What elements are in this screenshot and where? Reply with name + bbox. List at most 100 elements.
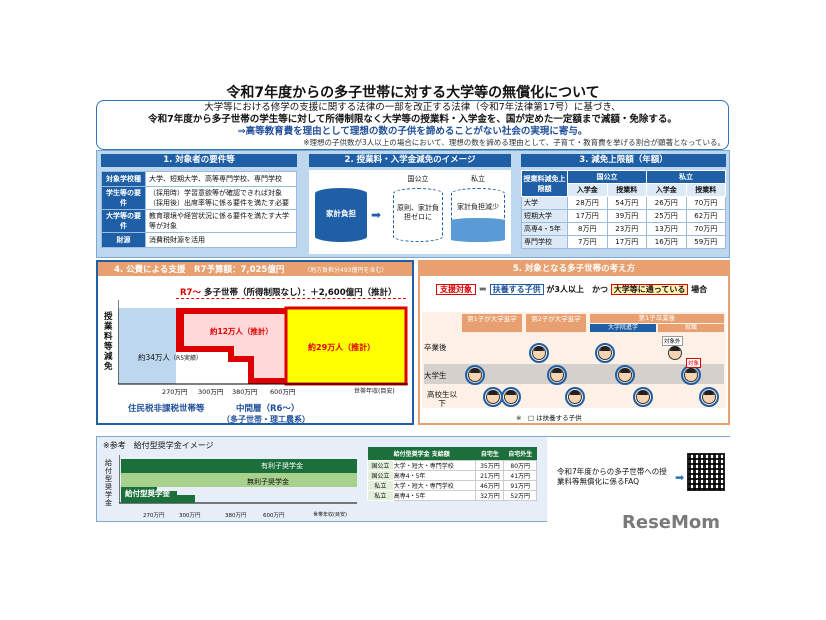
ref-xaxis-label: 世帯年収(目安)	[313, 512, 347, 518]
sub-col-header: 就職	[658, 324, 724, 332]
public-support-header-bar: 4. 公費による支援 R7予算額：7,025億円 （地方負担分493億円を含む）	[98, 262, 412, 276]
faq-box: 令和7年度からの多子世帯への授業料等無償化に係るFAQ ➡	[547, 437, 731, 523]
concept-legend: ※ □ は扶養する子供	[516, 414, 582, 422]
cell: 高専4・5年	[392, 470, 477, 481]
cell: 32万円	[475, 490, 505, 501]
cell: 35万円	[475, 460, 505, 471]
dependent-tag: 扶養する子供	[489, 284, 544, 295]
child-face	[699, 387, 719, 407]
requirements-table: 対象学校種大学、短期大学、高等専門学校、専門学校 学生等の要件（採用時）学習意欲…	[101, 171, 297, 248]
giving-bar-2	[157, 491, 177, 503]
top-panel: 1. 対象者の要件等 対象学校種大学、短期大学、高等専門学校、専門学校 学生等の…	[96, 150, 730, 258]
tick-380: 380万円	[232, 388, 258, 396]
sub-header: 授業料	[606, 183, 647, 197]
yellow-label: 約29万人（推計）	[308, 343, 376, 352]
table-row: 対象学校種大学、短期大学、高等専門学校、専門学校	[101, 171, 297, 187]
cell: 52万円	[503, 490, 537, 501]
cell: 46万円	[475, 480, 505, 491]
child-face	[465, 365, 485, 385]
child-face	[501, 387, 521, 407]
col-header: 第1子卒業後	[590, 314, 724, 323]
cell: 91万円	[503, 480, 537, 491]
r7-bracket	[176, 298, 406, 299]
univ-band	[424, 364, 724, 384]
rule-mid: が3人以上 かつ	[546, 285, 608, 294]
cell: 39万円	[606, 209, 647, 223]
cell: 13万円	[646, 222, 687, 236]
cell: 私立	[367, 490, 394, 501]
row-label: 高校生以下	[427, 390, 457, 408]
cell: 54万円	[606, 196, 647, 210]
cell: 26万円	[646, 196, 687, 210]
intro-box: 大学等における修学の支援に関する法律の一部を改正する法律（令和7年法律第17号）…	[96, 100, 729, 150]
cell: 7万円	[567, 235, 608, 249]
child-face	[483, 387, 503, 407]
rule-end: 場合	[691, 285, 708, 294]
reduction-header: 2. 授業料・入学金減免のイメージ	[309, 154, 511, 167]
row-label: 卒業後	[424, 343, 447, 352]
cell: 大学・短大・専門学校	[392, 480, 477, 491]
tick-600: 600万円	[270, 388, 296, 396]
cell: 国公立	[367, 460, 394, 471]
ref-tick: 300万円	[179, 513, 201, 519]
cell: 16万円	[646, 235, 687, 249]
label-giving: 給付型奨学金	[125, 489, 170, 498]
cell: 62万円	[685, 209, 726, 223]
public-ylabel: 授業料等減免	[104, 312, 113, 372]
private-text: 家計負担減少	[457, 203, 499, 211]
household-label: 家計負担	[326, 209, 356, 218]
table-row: 学生等の要件（採用時）学習意欲等が確認できれば対象 （採用後）出席率等に係る要件…	[101, 186, 297, 210]
req-key: 財源	[101, 232, 146, 248]
table-head: 自宅生	[475, 447, 504, 461]
red-label: 約12万人（推計）	[210, 327, 273, 336]
concept-grid: 第1子が大学進学 第2子が大学進学 第1子卒業後 大学院進学 就職 卒業後 大学…	[422, 312, 726, 408]
reduction-image: 家計負担 ➡ 国公立 原則、家計負担ゼロに 私立 家計負担減少	[309, 170, 511, 254]
cell: 私立	[367, 480, 394, 491]
rule-eq: ＝	[478, 285, 487, 294]
req-key: 学生等の要件	[101, 186, 146, 210]
blue-count: 約34万人	[138, 353, 171, 362]
budget-note: （地方負担分493億円を含む）	[304, 267, 388, 274]
cell: 28万円	[567, 196, 608, 210]
bottom-label-1: 住民税非課税世帯等	[128, 404, 205, 414]
cell: 23万円	[606, 222, 647, 236]
req-value: 消費税財源を活用	[145, 232, 297, 248]
school: 専門学校	[521, 235, 568, 249]
national-label: 国公立	[407, 175, 429, 183]
col-header: 第2子が大学進学	[526, 314, 586, 332]
cell: 80万円	[503, 460, 537, 471]
qr-code-icon[interactable]	[687, 453, 725, 491]
child-face	[565, 387, 585, 407]
label-free: 無利子奨学金	[247, 478, 289, 486]
support-chart	[118, 300, 408, 386]
col-label: 授業料減免上限額	[521, 170, 568, 197]
national-cylinder	[393, 188, 443, 242]
req-value: 教育環境や経営状況に係る要件を満たす大学等が対象	[145, 209, 297, 233]
table-header-row: 入学金 授業料 入学金 授業料	[522, 183, 726, 197]
table-row: 財源消費税財源を活用	[101, 232, 297, 248]
blue-area	[118, 308, 176, 384]
cell: 21万円	[475, 470, 505, 481]
req-key: 対象学校種	[101, 171, 146, 187]
tick-300: 300万円	[198, 388, 224, 396]
col-header: 第1子が大学進学	[462, 314, 522, 332]
cell: 25万円	[646, 209, 687, 223]
child-face	[633, 387, 653, 407]
out-tag: 対象外	[662, 336, 683, 346]
arrow-right-icon: ➡	[675, 471, 685, 484]
ref-tick: 600万円	[263, 513, 285, 519]
private-label: 私立	[471, 175, 485, 183]
sub-col-header: 大学院進学	[590, 324, 656, 332]
table-header-row: 給付型奨学金 支給額 自宅生 自宅外生	[367, 447, 537, 461]
cell: 59万円	[685, 235, 726, 249]
intro-note: ※理想の子供数が3人以上の場合において、理想の数を諦める理由として、子育て・教育…	[303, 138, 725, 147]
row-label: 大学生	[424, 371, 447, 380]
cell: 8万円	[567, 222, 608, 236]
child-face	[681, 365, 701, 385]
